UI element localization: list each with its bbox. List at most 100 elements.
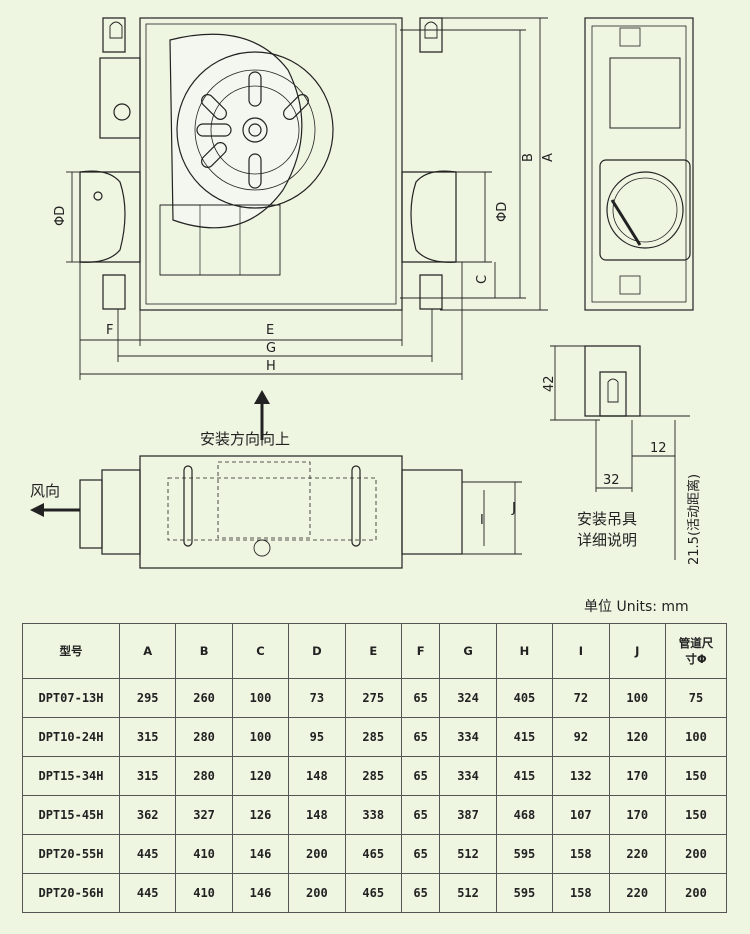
header-A: A bbox=[118, 623, 177, 679]
cell-duct: 200 bbox=[665, 873, 727, 913]
cell-c: 120 bbox=[231, 756, 290, 796]
header-I: I bbox=[552, 623, 610, 679]
cell-model: DPT15-45H bbox=[22, 795, 120, 835]
cell-model: DPT07-13H bbox=[22, 678, 120, 718]
cell-g: 512 bbox=[439, 873, 497, 913]
header-D: D bbox=[288, 623, 346, 679]
cell-g: 334 bbox=[439, 717, 497, 757]
cell-e: 275 bbox=[344, 678, 402, 718]
cell-g: 334 bbox=[439, 756, 497, 796]
units-label: 单位 Units: mm bbox=[584, 599, 689, 615]
cell-c: 100 bbox=[231, 717, 290, 757]
cell-b: 280 bbox=[175, 717, 233, 757]
cell-a: 315 bbox=[118, 717, 177, 757]
cell-a: 445 bbox=[118, 873, 177, 913]
cell-c: 100 bbox=[231, 678, 290, 718]
cell-j: 120 bbox=[608, 717, 667, 757]
cell-duct: 150 bbox=[665, 795, 727, 835]
cell-i: 72 bbox=[552, 678, 610, 718]
top-view bbox=[79, 455, 522, 569]
header-F: F bbox=[400, 623, 441, 679]
front-view bbox=[79, 17, 457, 311]
install-arrow bbox=[254, 390, 270, 440]
install-direction-label: 安装方向向上 bbox=[200, 430, 290, 448]
cell-j: 170 bbox=[608, 795, 667, 835]
cell-model: DPT10-24H bbox=[22, 717, 120, 757]
cell-i: 158 bbox=[552, 834, 610, 874]
cell-b: 410 bbox=[175, 873, 233, 913]
cell-b: 260 bbox=[175, 678, 233, 718]
cell-a: 295 bbox=[118, 678, 177, 718]
cell-model: DPT20-55H bbox=[22, 834, 120, 874]
header-H: H bbox=[495, 623, 554, 679]
header-J: J bbox=[608, 623, 667, 679]
cell-h: 468 bbox=[495, 795, 554, 835]
cell-e: 465 bbox=[344, 834, 402, 874]
cell-d: 200 bbox=[288, 834, 346, 874]
cell-model: DPT20-56H bbox=[22, 873, 120, 913]
cell-a: 445 bbox=[118, 834, 177, 874]
cell-duct: 75 bbox=[665, 678, 727, 718]
header-C: C bbox=[231, 623, 290, 679]
cell-j: 220 bbox=[608, 873, 667, 913]
cell-d: 95 bbox=[288, 717, 346, 757]
front-dimensions bbox=[66, 17, 548, 380]
technical-drawing: A B ΦD C ΦD F E G H I J 42 12 32 21.5(活动… bbox=[30, 17, 702, 569]
cell-i: 92 bbox=[552, 717, 610, 757]
header-duct-line1: 管道尺 bbox=[678, 636, 714, 650]
cell-duct: 150 bbox=[665, 756, 727, 796]
dim-H: H bbox=[266, 359, 276, 374]
hanger-caption-2: 详细说明 bbox=[577, 531, 637, 549]
header-B: B bbox=[175, 623, 233, 679]
cell-j: 220 bbox=[608, 834, 667, 874]
header-model: 型号 bbox=[22, 623, 120, 679]
cell-h: 595 bbox=[495, 834, 554, 874]
cell-duct: 200 bbox=[665, 834, 727, 874]
cell-i: 158 bbox=[552, 873, 610, 913]
cell-b: 410 bbox=[175, 834, 233, 874]
cell-i: 132 bbox=[552, 756, 610, 796]
dim-21-5: 21.5(活动距离) bbox=[686, 474, 702, 565]
cell-c: 146 bbox=[231, 834, 290, 874]
table-header-row: 型号 A B C D E F G H I J 管道尺 寸Φ bbox=[22, 623, 727, 679]
dim-12: 12 bbox=[650, 441, 667, 456]
cell-g: 512 bbox=[439, 834, 497, 874]
dim-I: I bbox=[480, 513, 484, 528]
dim-G: G bbox=[266, 341, 276, 356]
cell-duct: 100 bbox=[665, 717, 727, 757]
header-G: G bbox=[439, 623, 497, 679]
hanger-detail bbox=[550, 345, 690, 560]
dim-E: E bbox=[266, 323, 274, 338]
cell-c: 126 bbox=[231, 795, 290, 835]
cell-b: 327 bbox=[175, 795, 233, 835]
cell-e: 285 bbox=[344, 717, 402, 757]
dim-A: A bbox=[541, 153, 556, 162]
cell-f: 65 bbox=[400, 678, 441, 718]
cell-g: 324 bbox=[439, 678, 497, 718]
dim-32: 32 bbox=[603, 473, 620, 488]
cell-e: 338 bbox=[344, 795, 402, 835]
cell-e: 285 bbox=[344, 756, 402, 796]
cell-h: 405 bbox=[495, 678, 554, 718]
cell-h: 595 bbox=[495, 873, 554, 913]
dim-J: J bbox=[511, 501, 516, 516]
cell-c: 146 bbox=[231, 873, 290, 913]
cell-f: 65 bbox=[400, 795, 441, 835]
dim-42: 42 bbox=[542, 375, 557, 392]
cell-a: 315 bbox=[118, 756, 177, 796]
cell-d: 148 bbox=[288, 795, 346, 835]
cell-f: 65 bbox=[400, 834, 441, 874]
side-view bbox=[584, 17, 694, 311]
cell-d: 148 bbox=[288, 756, 346, 796]
dim-B: B bbox=[521, 153, 536, 162]
cell-e: 465 bbox=[344, 873, 402, 913]
header-duct: 管道尺 寸Φ bbox=[665, 623, 727, 679]
cell-h: 415 bbox=[495, 717, 554, 757]
dim-F: F bbox=[106, 323, 113, 338]
